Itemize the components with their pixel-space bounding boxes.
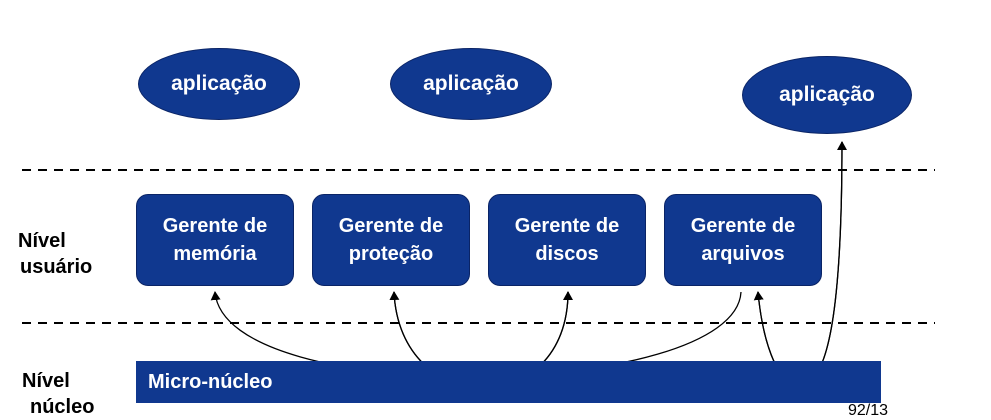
micro-kernel-label: Micro-núcleo bbox=[148, 370, 273, 393]
kernel-level-line1: Nível bbox=[22, 370, 70, 392]
kernel-level-label: Nível núcleo bbox=[22, 368, 94, 420]
manager-line2: arquivos bbox=[701, 243, 785, 265]
manager-line2: proteção bbox=[348, 243, 434, 265]
user-level-line1: Nível bbox=[18, 230, 66, 252]
kernel-level-line2: núcleo bbox=[30, 396, 95, 418]
manager-box-files: Gerente de arquivos bbox=[664, 194, 822, 286]
manager-line1: Gerente de bbox=[690, 215, 796, 237]
application-label: aplicação bbox=[423, 72, 519, 95]
user-level-line2: usuário bbox=[20, 256, 93, 278]
manager-line1: Gerente de bbox=[338, 215, 444, 237]
application-node-3: aplicação bbox=[742, 56, 912, 134]
manager-box-memory: Gerente de memória bbox=[136, 194, 294, 286]
user-level-label: Nível usuário bbox=[18, 228, 92, 280]
manager-line2: discos bbox=[535, 243, 599, 265]
manager-line2: memória bbox=[173, 243, 257, 265]
application-node-2: aplicação bbox=[390, 48, 552, 120]
application-node-1: aplicação bbox=[138, 48, 300, 120]
page-number: 92/13 bbox=[848, 402, 889, 419]
micro-kernel-bar: Micro-núcleo bbox=[136, 361, 881, 403]
manager-box-protection: Gerente de proteção bbox=[312, 194, 470, 286]
manager-box-disks: Gerente de discos bbox=[488, 194, 646, 286]
manager-line1: Gerente de bbox=[162, 215, 268, 237]
application-label: aplicação bbox=[779, 83, 875, 106]
application-label: aplicação bbox=[171, 72, 267, 95]
manager-line1: Gerente de bbox=[514, 215, 620, 237]
